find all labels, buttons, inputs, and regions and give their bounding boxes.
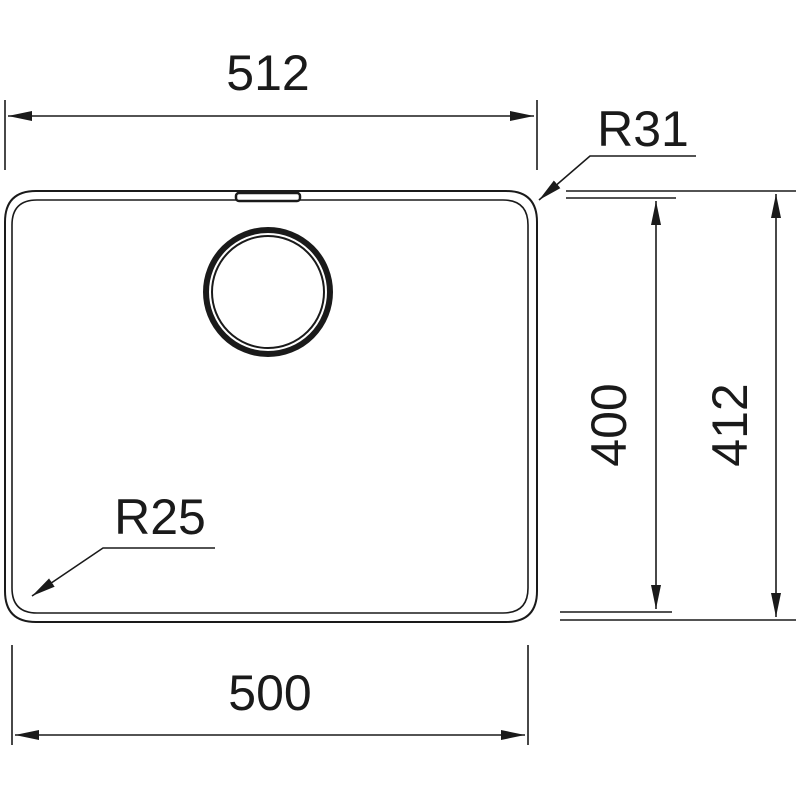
overflow-slot [234, 191, 302, 203]
leader-inner-radius [31, 547, 215, 597]
outer-radius-label: R31 [597, 101, 689, 157]
inner-height-label: 400 [581, 383, 637, 466]
drain-outer [203, 227, 333, 357]
inner-radius-label: R25 [114, 489, 206, 545]
outer-height-label: 412 [702, 383, 758, 466]
outer-width-label: 512 [226, 45, 309, 101]
drain-inner [211, 235, 325, 349]
inner-width-label: 500 [228, 665, 311, 721]
sink-outer-rim [4, 190, 538, 623]
leader-outer-radius [538, 155, 696, 201]
sink-inner-bowl [11, 199, 529, 614]
